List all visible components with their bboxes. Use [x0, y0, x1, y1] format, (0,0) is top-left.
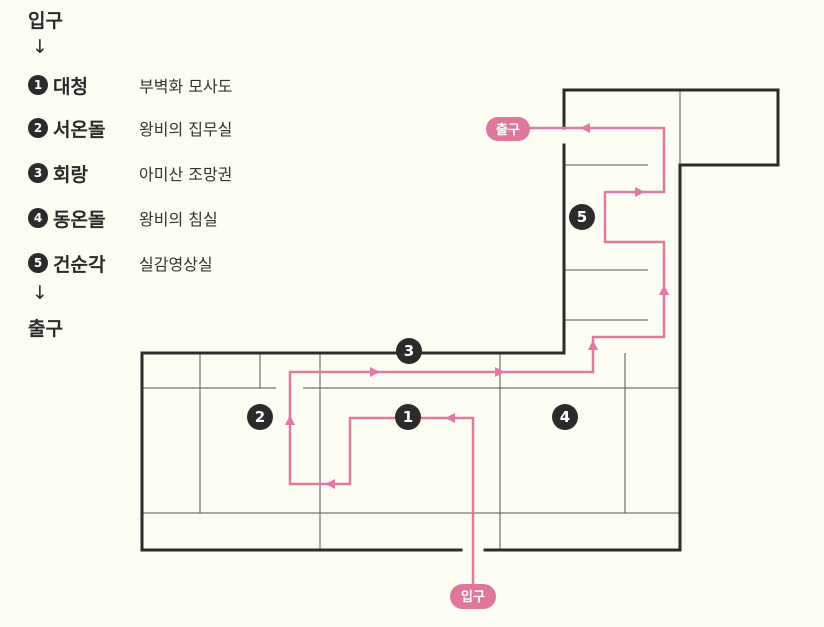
legend-arrow-top: ↓ — [32, 36, 48, 58]
legend-room-desc: 아미산 조망권 — [139, 165, 233, 184]
legend-arrow-bottom: ↓ — [32, 282, 48, 304]
tour-route — [285, 123, 669, 585]
marker-seoondol: 2 — [247, 404, 273, 430]
marker-dongondol: 4 — [552, 404, 578, 430]
legend-room-desc: 실감영상실 — [139, 255, 213, 274]
marker-label: 5 — [577, 208, 587, 226]
legend-entrance: 입구 — [28, 10, 63, 32]
marker-daecheong: 1 — [395, 404, 421, 430]
outer-walls — [140, 88, 780, 552]
exit-tag-label: 출구 — [496, 122, 520, 138]
legend-item-hoerang: 3 회랑 아미산 조망권 — [28, 161, 233, 186]
legend-room-desc: 왕비의 집무실 — [139, 120, 233, 139]
legend-room-name: 회랑 — [53, 163, 88, 186]
room-markers: 1 2 3 4 5 — [247, 204, 595, 430]
legend-number-badge: 5 — [28, 253, 48, 273]
legend-item-seoondol: 2 서온돌 왕비의 집무실 — [28, 116, 233, 141]
legend-room-desc: 왕비의 침실 — [139, 210, 218, 229]
legend-number-badge: 3 — [28, 163, 48, 183]
marker-geonsungak: 5 — [569, 204, 595, 230]
legend-room-name: 서온돌 — [53, 118, 106, 141]
legend-item-daecheong: 1 대청 부벽화 모사도 — [28, 73, 233, 98]
legend-room-desc: 부벽화 모사도 — [139, 77, 233, 96]
legend-number-badge: 4 — [28, 208, 48, 228]
marker-label: 4 — [560, 408, 570, 426]
legend-item-geonsungak: 5 건순각 실감영상실 — [28, 251, 213, 276]
legend-number-badge: 2 — [28, 118, 48, 138]
legend-room-name: 건순각 — [53, 253, 106, 276]
marker-label: 2 — [255, 408, 265, 426]
marker-label: 1 — [403, 408, 413, 426]
legend-exit: 출구 — [28, 318, 63, 340]
legend-item-dongondol: 4 동온돌 왕비의 침실 — [28, 206, 218, 231]
marker-label: 3 — [404, 342, 414, 360]
route-legend: 입구 ↓ 1 대청 부벽화 모사도 2 서온돌 왕비의 집무실 3 회랑 아미산… — [28, 6, 268, 346]
legend-room-name: 동온돌 — [53, 208, 106, 231]
marker-hoerang: 3 — [396, 338, 422, 364]
interior-walls — [142, 90, 681, 550]
entrance-tag: 입구 — [450, 584, 496, 609]
legend-number-badge: 1 — [28, 75, 48, 95]
legend-room-name: 대청 — [53, 75, 88, 98]
exit-tag: 출구 — [486, 117, 530, 141]
entrance-tag-label: 입구 — [461, 590, 485, 605]
